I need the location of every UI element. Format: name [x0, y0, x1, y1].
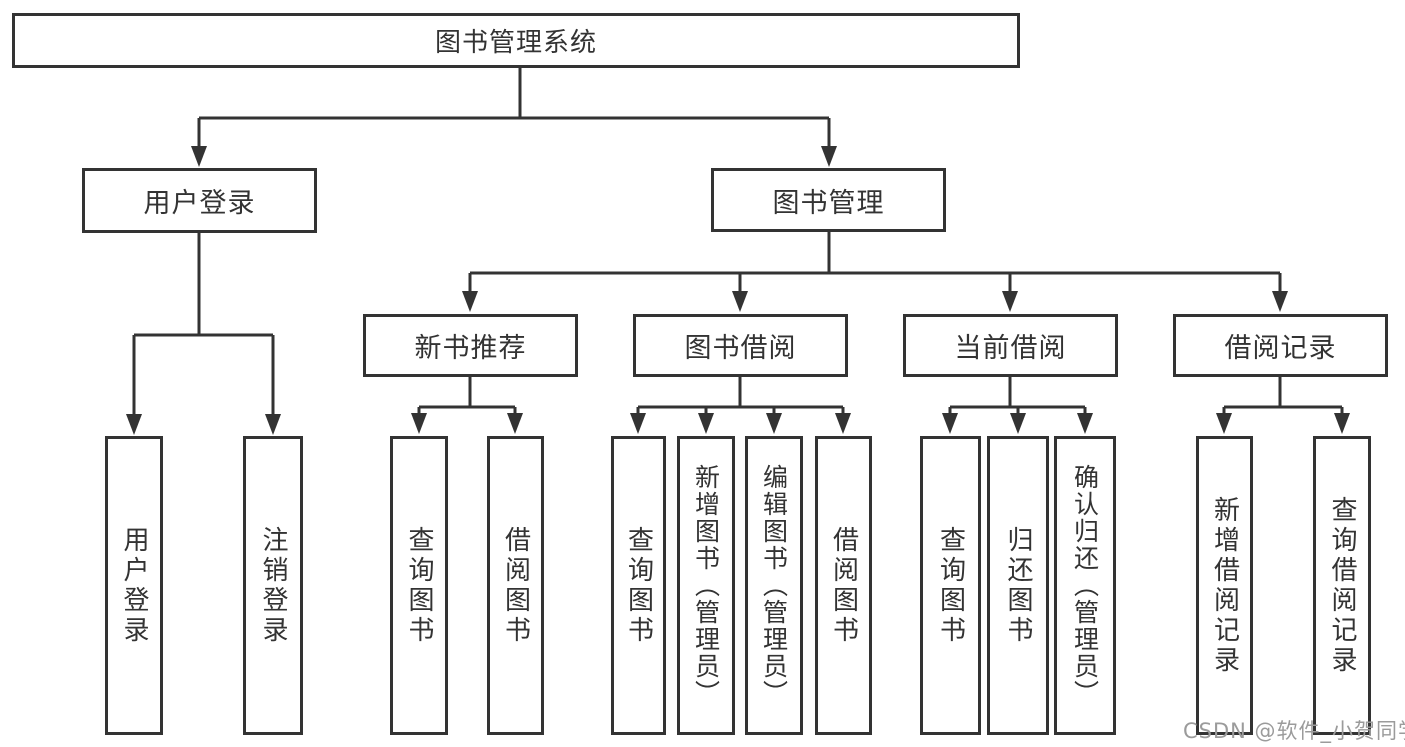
- leaf-query-borrow-record: 查询借阅记录: [1313, 436, 1371, 735]
- node-book-management: 图书管理: [711, 168, 946, 232]
- leaf-label: 确认归还（管理员）: [1070, 464, 1100, 707]
- leaf-return-books: 归还图书: [987, 436, 1049, 735]
- leaf-label: 新增图书（管理员）: [691, 464, 721, 707]
- node-new-book-recommend: 新书推荐: [363, 314, 578, 377]
- node-user-login: 用户登录: [82, 168, 317, 233]
- leaf-query-books-recommend: 查询图书: [390, 436, 448, 735]
- leaf-query-books-current: 查询图书: [920, 436, 981, 735]
- leaf-label: 借阅图书: [828, 525, 859, 646]
- leaf-user-login: 用户登录: [105, 436, 163, 735]
- leaf-logout: 注销登录: [243, 436, 303, 735]
- node-borrow-records: 借阅记录: [1173, 314, 1388, 377]
- leaf-confirm-return-admin: 确认归还（管理员）: [1054, 436, 1116, 735]
- leaf-borrow-books: 借阅图书: [815, 436, 872, 735]
- node-current-borrow: 当前借阅: [903, 314, 1118, 377]
- leaf-label: 归还图书: [1003, 525, 1033, 646]
- leaf-add-borrow-record: 新增借阅记录: [1196, 436, 1253, 735]
- leaf-label: 查询借阅记录: [1327, 495, 1357, 676]
- leaf-label: 查询图书: [935, 525, 966, 646]
- leaf-label: 编辑图书（管理员）: [759, 464, 789, 707]
- leaf-label: 注销登录: [258, 525, 288, 646]
- leaf-borrow-books-recommend: 借阅图书: [487, 436, 544, 735]
- node-library-management-system: 图书管理系统: [12, 13, 1020, 68]
- leaf-label: 查询图书: [404, 525, 434, 646]
- leaf-label: 新增借阅记录: [1209, 495, 1240, 676]
- leaf-label: 用户登录: [119, 525, 149, 646]
- leaf-query-books-borrow: 查询图书: [611, 436, 666, 735]
- node-book-borrow: 图书借阅: [633, 314, 848, 377]
- leaf-add-book-admin: 新增图书（管理员）: [677, 436, 735, 735]
- leaf-label: 查询图书: [623, 525, 654, 646]
- leaf-label: 借阅图书: [500, 525, 531, 646]
- watermark-text: CSDN @软件_小贺同学: [1183, 719, 1405, 743]
- leaf-edit-book-admin: 编辑图书（管理员）: [745, 436, 803, 735]
